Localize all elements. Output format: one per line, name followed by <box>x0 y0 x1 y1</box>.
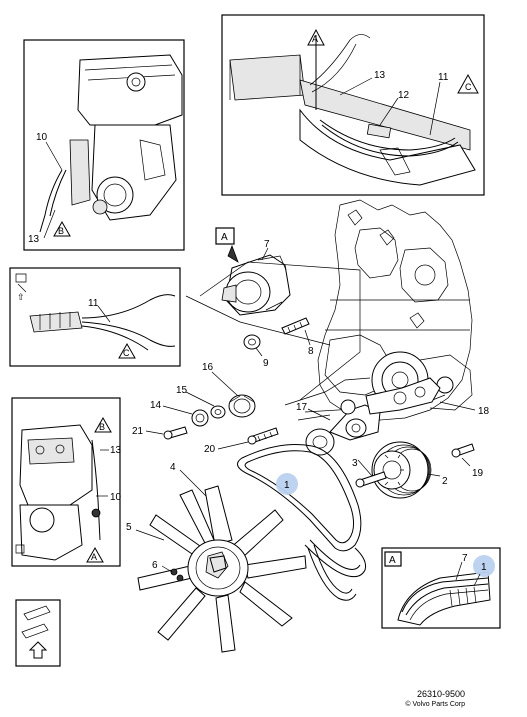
label-1: 1 <box>284 480 290 491</box>
label-10-inset-left: 10 <box>110 492 122 503</box>
label-16: 16 <box>202 362 214 373</box>
label-5: 5 <box>126 522 132 533</box>
inset-left-panel: B A 13 10 <box>11 397 122 567</box>
drive-belt: 1 <box>237 444 366 601</box>
label-11-harness: 11 <box>88 298 99 309</box>
inset-top-left-panel: B 10 13 <box>23 39 185 251</box>
stud-and-nut: 8 9 <box>243 317 314 369</box>
label-19: 19 <box>472 468 484 479</box>
label-10-inset-top: 10 <box>36 132 48 143</box>
label-13-inset-left: 13 <box>110 445 122 456</box>
label-11-inset-c: 11 <box>438 72 449 83</box>
marker-b-triangle <box>53 220 71 237</box>
label-2: 2 <box>442 476 448 487</box>
label-1-detail: 1 <box>481 562 487 573</box>
bolts: 21 20 <box>132 426 279 455</box>
label-9: 9 <box>263 358 269 369</box>
engine-block <box>317 199 473 421</box>
marker-a-triangle-2 <box>86 546 104 563</box>
label-18: 18 <box>478 406 490 417</box>
marker-c-text-2: C <box>123 348 130 358</box>
marker-a-triangle <box>307 28 325 46</box>
label-20: 20 <box>204 444 216 455</box>
diagram-code: 26310-9500 <box>416 689 465 699</box>
belt-tensioner: 17 18 <box>296 377 490 456</box>
label-21: 21 <box>132 426 144 437</box>
label-7-detail: 7 <box>462 553 468 564</box>
label-15: 15 <box>176 385 188 396</box>
inset-orientation-panel <box>15 599 61 667</box>
marker-b-text-1: B <box>58 226 64 236</box>
marker-c-text: C <box>465 82 472 92</box>
marker-c-triangle <box>457 73 479 94</box>
label-3: 3 <box>352 458 358 469</box>
label-4: 4 <box>170 462 176 473</box>
inset-harness-panel: ⇧ C 11 <box>9 267 181 367</box>
marker-c-triangle-2 <box>118 342 136 359</box>
highlight-marker <box>276 473 298 495</box>
crank-pulley: 2 3 19 <box>352 441 484 499</box>
label-13-inset-top: 13 <box>28 234 40 245</box>
label-6: 6 <box>152 560 158 571</box>
up-arrow-icon <box>28 641 48 659</box>
marker-b-text-2: B <box>99 422 105 432</box>
copyright: © Volvo Parts Corp <box>405 701 465 708</box>
marker-a-text-3: A <box>221 232 228 243</box>
cooling-fan: 4 5 6 <box>126 462 307 653</box>
label-12: 12 <box>398 90 410 101</box>
water-pump: A 7 <box>215 227 291 316</box>
idler-parts: 16 15 14 <box>150 362 256 427</box>
marker-a-text: A <box>312 34 318 44</box>
marker-a-text-4: A <box>389 555 396 566</box>
label-8: 8 <box>308 346 314 357</box>
label-7: 7 <box>264 239 270 250</box>
marker-b-triangle-2 <box>94 416 112 433</box>
inset-c-panel: A C 13 12 11 <box>221 14 485 196</box>
label-14: 14 <box>150 400 162 411</box>
corner-arrow-icon: ⇧ <box>17 292 25 302</box>
label-13-inset-c: 13 <box>374 70 386 81</box>
highlight-marker-detail <box>473 555 495 577</box>
footer: 26310-9500 © Volvo Parts Corp <box>405 689 465 709</box>
detail-a-panel: A 7 1 <box>381 547 501 629</box>
marker-a-text-2: A <box>91 552 97 562</box>
label-17: 17 <box>296 402 308 413</box>
